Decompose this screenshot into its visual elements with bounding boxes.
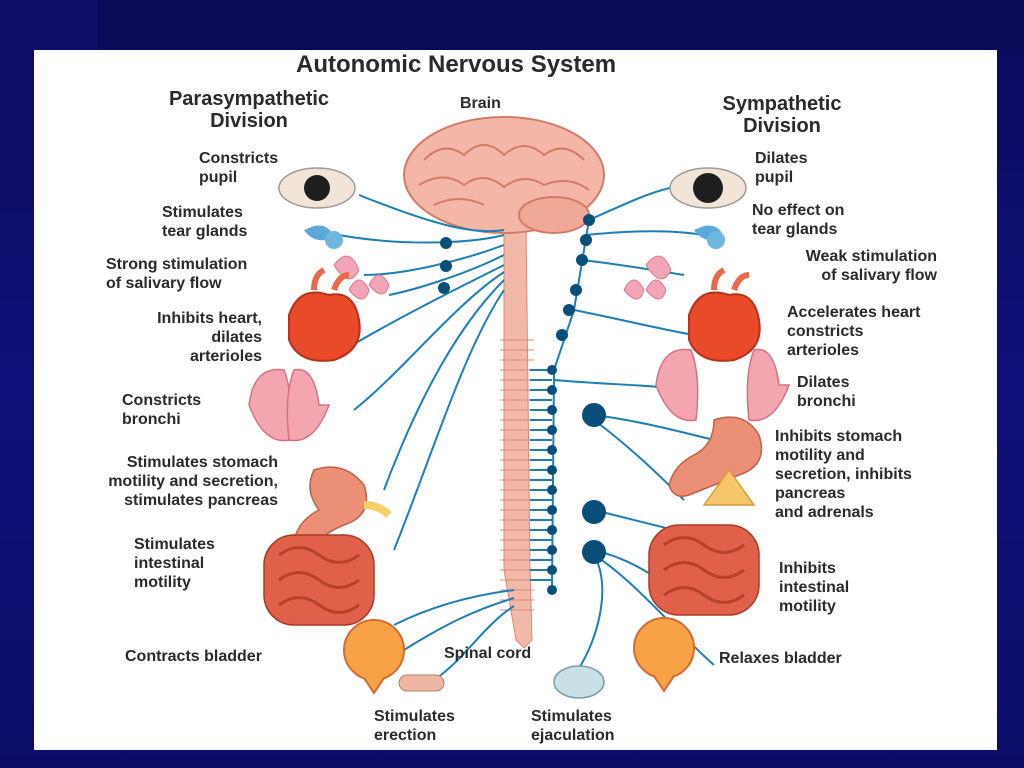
brain-label: Brain (460, 95, 501, 112)
diagram-panel: Autonomic Nervous System Parasympathetic… (34, 50, 997, 750)
para-label-intestine: Stimulates intestinal motility (134, 536, 215, 591)
para-label-tear: Stimulates tear glands (162, 204, 248, 240)
symp-label-stomach: Inhibits stomach motility and secretion,… (775, 428, 912, 521)
symp-label-heart: Accelerates heart constricts arterioles (787, 304, 921, 359)
sympathetic-ganglia (547, 214, 606, 595)
para-label-pupil: Constricts pupil (199, 150, 279, 186)
sympathetic-header: Sympathetic Division (722, 93, 842, 137)
diagram-illustration (248, 116, 791, 699)
symp-label-salivary: Weak stimulation of salivary flow (805, 248, 937, 284)
slide-top-band (0, 0, 1024, 50)
symp-label-tear: No effect on tear glands (752, 202, 845, 238)
right-organs (553, 167, 791, 699)
symp-label-intestine: Inhibits intestinal motility (779, 560, 850, 615)
parasympathetic-header: Parasympathetic Division (168, 88, 330, 132)
symp-label-bronchi: Dilates bronchi (797, 374, 856, 410)
brain-illustration (403, 116, 605, 234)
left-organs (248, 167, 445, 695)
spinal-cord-label: Spinal cord (444, 645, 532, 662)
diagram-title: Autonomic Nervous System (296, 51, 617, 78)
para-label-bronchi: Constricts bronchi (122, 392, 202, 428)
para-label-bladder: Contracts bladder (125, 648, 262, 665)
symp-label-bladder: Relaxes bladder (719, 650, 842, 667)
para-label-heart: Inhibits heart, dilates arterioles (157, 310, 262, 365)
ejaculation-label: Stimulates ejaculation (531, 708, 615, 744)
symp-label-pupil: Dilates pupil (755, 150, 808, 186)
parasympathetic-nerves (338, 194, 515, 681)
para-label-stomach: Stimulates stomach motility and secretio… (108, 454, 278, 509)
erection-label: Stimulates erection (374, 708, 455, 744)
spinal-cord (500, 219, 534, 649)
parasympathetic-ganglia (438, 237, 452, 294)
para-label-salivary: Strong stimulation of salivary flow (106, 256, 248, 292)
